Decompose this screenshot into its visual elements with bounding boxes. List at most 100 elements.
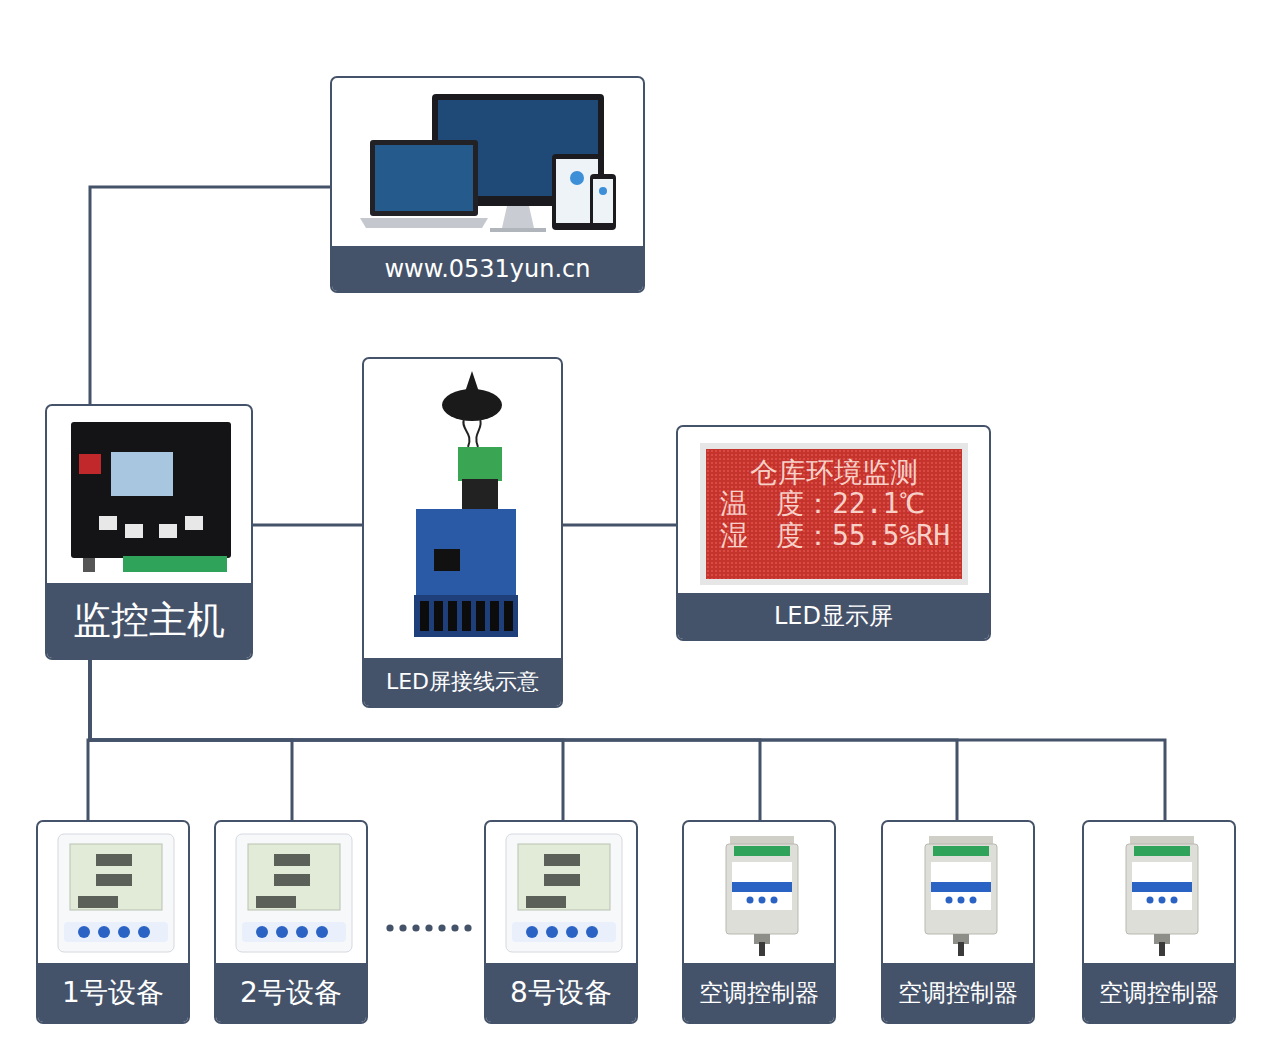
monitor-base — [490, 228, 546, 232]
header-pin — [434, 601, 443, 631]
dot — [399, 924, 406, 931]
tablet-icon — [570, 171, 584, 185]
sensor-body — [236, 834, 352, 952]
illustration — [216, 822, 366, 963]
caption-bar: LED屏接线示意 — [364, 658, 561, 706]
antenna — [958, 942, 964, 956]
antenna — [1159, 942, 1165, 956]
host-button — [99, 516, 117, 530]
label-band — [1132, 882, 1192, 892]
illustration — [47, 406, 251, 583]
dot — [386, 924, 393, 931]
laptop-screen — [375, 145, 473, 211]
header-pin — [420, 601, 429, 631]
bus-line — [90, 660, 1165, 820]
sensor-button — [566, 926, 578, 938]
label-band — [732, 882, 792, 892]
controller-button — [1171, 897, 1178, 904]
lcd-segment — [274, 854, 310, 866]
bus-line — [90, 187, 330, 404]
db9-plug — [462, 479, 498, 509]
sensor-button — [546, 926, 558, 938]
host-button — [185, 516, 203, 530]
lcd-segment — [526, 896, 566, 908]
lcd-segment — [78, 896, 118, 908]
sensor-lcd — [70, 844, 162, 910]
caption-bar: 8号设备 — [486, 963, 636, 1022]
controller-body — [925, 844, 997, 934]
illustration — [486, 822, 636, 963]
lcd-segment — [544, 854, 580, 866]
caption-text: 空调控制器 — [699, 977, 819, 1009]
dot — [438, 924, 445, 931]
phone-screen — [593, 179, 613, 223]
sensor-button — [276, 926, 288, 938]
controller-button — [747, 897, 754, 904]
caption-bar: 空调控制器 — [1084, 963, 1234, 1022]
host-button — [159, 524, 177, 538]
sensor-button — [586, 926, 598, 938]
controller-button — [970, 897, 977, 904]
header-pin — [490, 601, 499, 631]
button-strip — [242, 922, 346, 942]
device-panel: 空调控制器 — [881, 820, 1035, 1024]
caption-text: LED显示屏 — [774, 600, 893, 632]
device-panel: LED显示屏 仓库环境监测温 度：22.1℃湿 度：55.5%RH — [676, 425, 991, 641]
ellipsis-dots — [386, 924, 471, 931]
sensor-button — [526, 926, 538, 938]
controller-button — [1147, 897, 1154, 904]
controller-button — [946, 897, 953, 904]
controller-button — [771, 897, 778, 904]
header-pin — [462, 601, 471, 631]
lcd-segment — [544, 874, 580, 886]
sensor-button — [256, 926, 268, 938]
header-pin — [448, 601, 457, 631]
led-screen: 仓库环境监测温 度：22.1℃湿 度：55.5%RH — [700, 443, 968, 585]
controller-label — [1132, 862, 1192, 910]
lcd-segment — [96, 854, 132, 866]
caption-text: 1号设备 — [62, 974, 164, 1012]
caption-bar: www.0531yun.cn — [332, 246, 643, 291]
device-panel: 监控主机 — [45, 404, 253, 660]
bus-line — [253, 524, 362, 527]
controller-body — [726, 844, 798, 934]
sensor-body — [506, 834, 622, 952]
dot — [464, 924, 471, 931]
pcb-chip — [434, 549, 460, 571]
device-panel: 空调控制器 — [682, 820, 836, 1024]
lcd-segment — [96, 874, 132, 886]
device-panel: 空调控制器 — [1082, 820, 1236, 1024]
host-button — [125, 524, 143, 538]
adapter-board — [458, 447, 502, 481]
host-logo — [79, 454, 101, 474]
device-panel: 2号设备 — [214, 820, 368, 1024]
lcd-segment — [274, 874, 310, 886]
sensor-button — [78, 926, 90, 938]
sensor-button — [118, 926, 130, 938]
device-panel: www.0531yun.cn — [330, 76, 645, 293]
host-jack — [83, 558, 95, 572]
sensor-button — [316, 926, 328, 938]
terminal-block — [734, 846, 790, 856]
phone-icon — [599, 187, 607, 195]
device-panel: LED屏接线示意 — [362, 357, 563, 708]
host-body — [71, 422, 231, 558]
caption-text: 2号设备 — [240, 974, 342, 1012]
control-pcb — [416, 509, 516, 599]
caption-bar: LED显示屏 — [678, 593, 989, 639]
sensor-button — [138, 926, 150, 938]
terminal-block — [1134, 846, 1190, 856]
controller-button — [759, 897, 766, 904]
caption-text: 空调控制器 — [1099, 977, 1219, 1009]
illustration — [332, 78, 643, 246]
illustration — [364, 359, 561, 658]
controller-button — [1159, 897, 1166, 904]
sensor-lcd — [248, 844, 340, 910]
phone-frame — [590, 174, 616, 230]
host-lcd — [111, 452, 173, 496]
dot — [412, 924, 419, 931]
header-pin — [504, 601, 513, 631]
caption-text: www.0531yun.cn — [384, 255, 590, 283]
dot — [425, 924, 432, 931]
